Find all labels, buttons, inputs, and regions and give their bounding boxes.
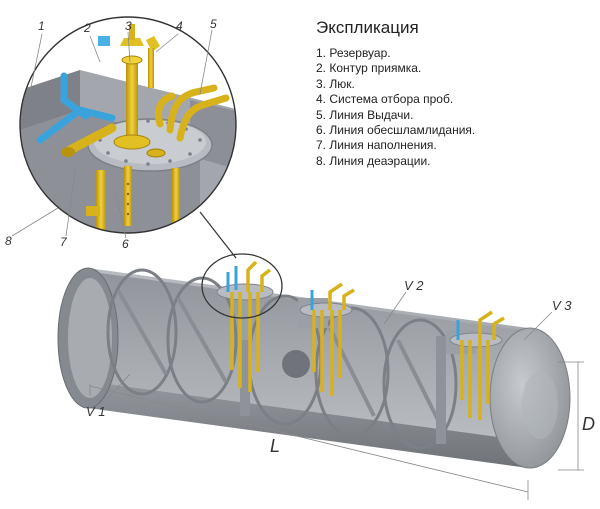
length-line bbox=[89, 385, 529, 493]
v3-leader bbox=[523, 311, 553, 341]
ring bbox=[382, 318, 458, 450]
length-label: L bbox=[270, 436, 280, 456]
ring bbox=[166, 276, 238, 404]
hatch-column bbox=[126, 60, 138, 140]
tank bbox=[57, 260, 571, 469]
v2-label: V 2 bbox=[404, 278, 424, 293]
legend-title: Экспликация bbox=[316, 18, 419, 37]
manhole-3 bbox=[446, 310, 505, 420]
ring-struts bbox=[116, 289, 444, 429]
diameter-label: D bbox=[582, 414, 595, 434]
zoom-detail bbox=[19, 16, 237, 234]
tank-left-end-inner bbox=[68, 278, 112, 398]
dimension-lines bbox=[89, 291, 584, 500]
v1-label: V 1 bbox=[86, 404, 106, 419]
callout-5: 5 bbox=[210, 17, 217, 31]
zoom-frame bbox=[19, 16, 237, 234]
callout-3: 3 bbox=[125, 19, 132, 33]
bulkhead bbox=[436, 336, 446, 444]
legend-item: 8. Линия деаэрации. bbox=[316, 153, 431, 168]
callout-6: 6 bbox=[122, 237, 129, 251]
legend: Экспликация 1. Резервуар. 2. Контур прия… bbox=[316, 18, 596, 169]
tank-right-end-shade bbox=[522, 371, 558, 439]
hatch-base bbox=[113, 134, 151, 150]
zoom-target-ring bbox=[201, 253, 283, 319]
callout-2: 2 bbox=[83, 21, 91, 35]
ring bbox=[106, 268, 178, 396]
legend-item: 4. Система отбора проб. bbox=[316, 92, 454, 107]
legend-item: 1. Резервуар. bbox=[316, 46, 391, 60]
manhole-2 bbox=[298, 282, 355, 396]
legend-item: 6. Линия обесшламлидания. bbox=[316, 123, 476, 138]
legend-item: 3. Люк. bbox=[316, 76, 355, 91]
legend-item: 5. Линия Выдачи. bbox=[316, 107, 414, 122]
bulkhead-port bbox=[282, 350, 310, 378]
manhole-1 bbox=[216, 260, 274, 392]
legend-list: 1. Резервуар. 2. Контур приямка. 3. Люк.… bbox=[316, 46, 596, 169]
dimension-labels: V 1 V 2 V 3 L D bbox=[86, 278, 595, 456]
zoom-connector bbox=[199, 211, 237, 259]
callout-numbers: 1 2 3 4 5 8 7 6 bbox=[5, 17, 217, 251]
callout-1: 1 bbox=[38, 19, 45, 33]
ring bbox=[314, 306, 390, 438]
legend-item: 2. Контур приямка. bbox=[316, 61, 422, 76]
legend-item: 7. Линия наполнения. bbox=[316, 138, 437, 153]
v2-leader bbox=[383, 291, 407, 325]
callout-7: 7 bbox=[60, 235, 68, 249]
callout-8: 8 bbox=[5, 234, 12, 248]
v1-leader bbox=[103, 373, 131, 403]
callout-leaders bbox=[11, 29, 213, 239]
callout-4: 4 bbox=[176, 19, 183, 33]
v3-label: V 3 bbox=[552, 298, 572, 313]
